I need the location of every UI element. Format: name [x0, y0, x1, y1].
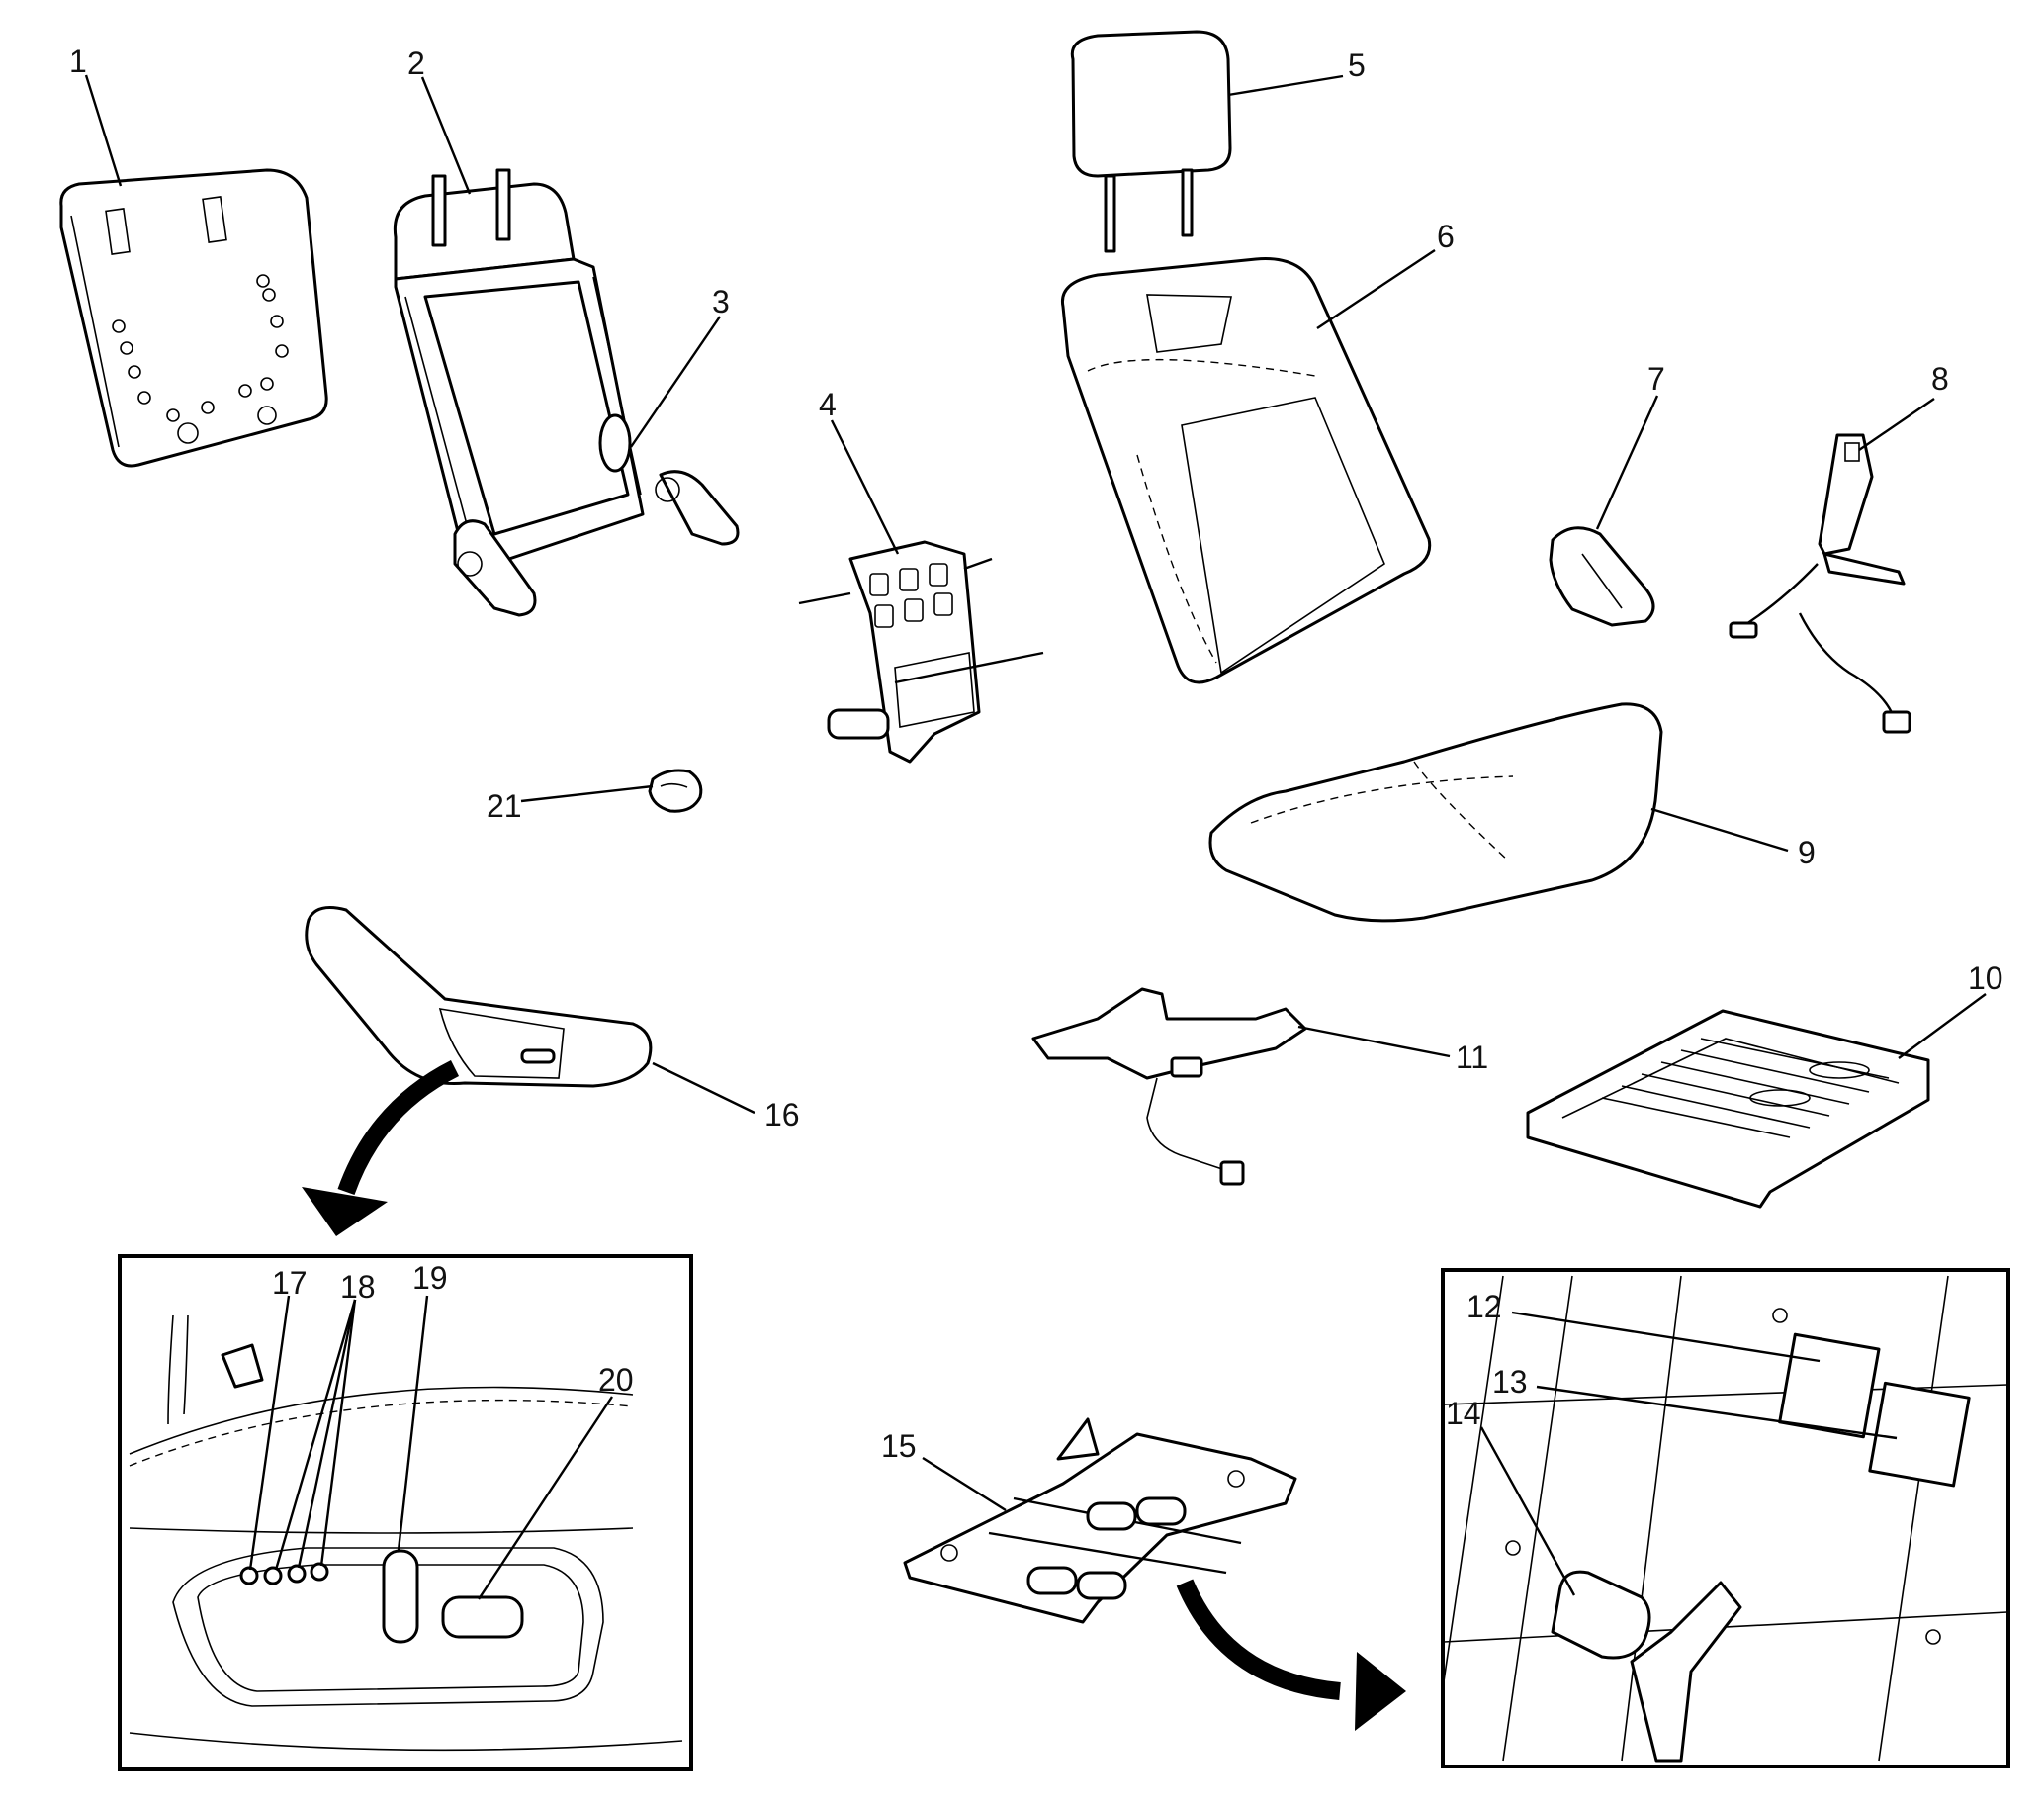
lumbar-support: [798, 540, 1044, 764]
callout-14: 14: [1446, 1396, 1481, 1431]
curved-arrow-icon: [1176, 1579, 1406, 1731]
seatback-frame: [393, 168, 740, 617]
callout-19: 19: [412, 1260, 448, 1296]
seat-belt-buckle: [1729, 433, 1911, 734]
callout-12: 12: [1466, 1289, 1502, 1324]
switch-detail-box: [118, 1254, 693, 1771]
callout-2: 2: [407, 45, 425, 81]
callout-4: 4: [819, 387, 837, 422]
callout-17: 17: [272, 1265, 308, 1301]
power-seat-adjuster: [903, 1417, 1297, 1624]
callout-labels: 1 2 3 4 5 6 7 8 9 10 11 12 13 14 15 16 1…: [69, 44, 2003, 1464]
seatback-cover: [1060, 257, 1432, 684]
callout-13: 13: [1492, 1364, 1528, 1400]
callout-7: 7: [1647, 361, 1665, 397]
callout-10: 10: [1968, 960, 2003, 996]
callout-15: 15: [881, 1428, 917, 1464]
seat-wiring-harness: [1031, 987, 1307, 1186]
callout-6: 6: [1437, 219, 1455, 254]
motor-detail-box: [1441, 1268, 2010, 1768]
callout-11: 11: [1456, 1040, 1488, 1075]
callout-9: 9: [1798, 835, 1816, 870]
leader-lines: [84, 74, 1987, 1600]
callout-5: 5: [1348, 47, 1366, 83]
callout-16: 16: [764, 1097, 800, 1132]
recliner-knob: [648, 769, 703, 813]
curved-arrow-icon: [302, 1059, 460, 1236]
callout-8: 8: [1931, 361, 1949, 397]
recliner-trim-cover: [1549, 526, 1655, 627]
callout-21: 21: [487, 788, 522, 824]
seat-cushion-cover: [1208, 702, 1663, 923]
callout-20: 20: [598, 1362, 634, 1398]
callout-18: 18: [340, 1269, 376, 1305]
seat-cushion-frame: [1526, 1009, 1930, 1209]
callout-1: 1: [69, 44, 87, 79]
callout-3: 3: [712, 284, 730, 319]
seatback-panel: [59, 168, 328, 468]
headrest: [1070, 30, 1232, 253]
seat-outer-side-trim: [305, 906, 653, 1088]
